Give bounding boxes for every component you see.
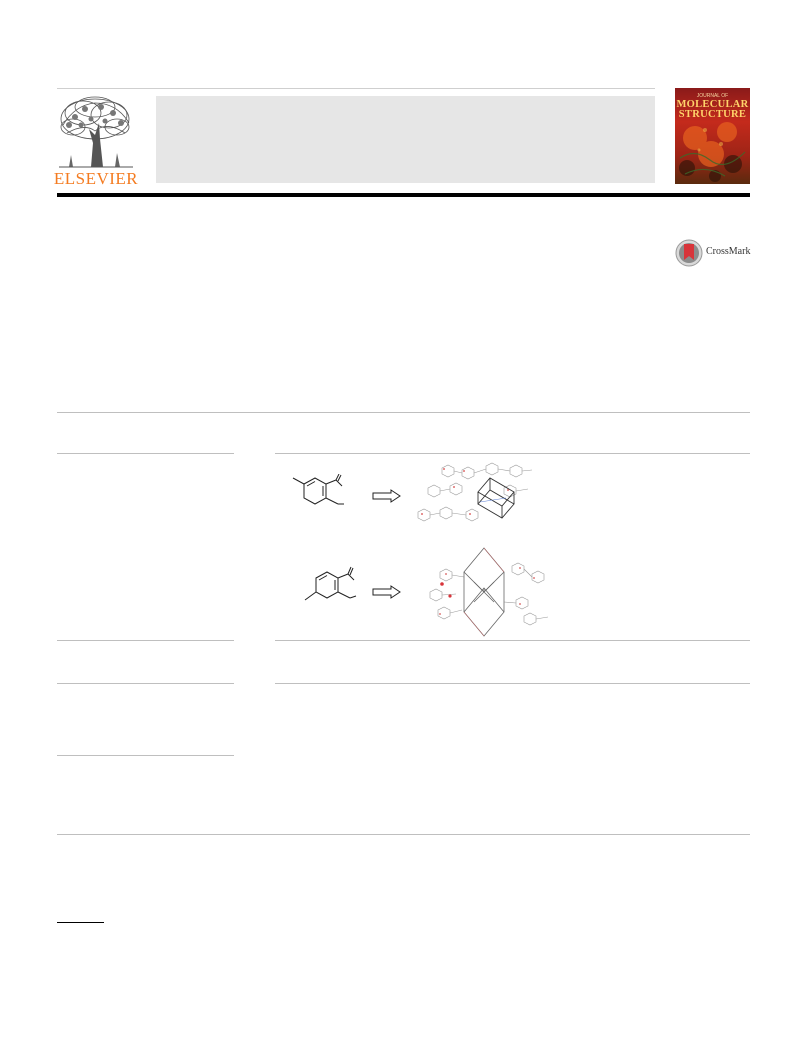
left-column-rule-1: [57, 453, 234, 454]
crossmark-label: CrossMark: [706, 246, 751, 257]
right-arrow-icon: [372, 489, 401, 503]
footnote-rule: [57, 922, 104, 923]
cover-title-line2: STRUCTURE: [678, 109, 747, 120]
molecule-structure-1: [292, 474, 344, 505]
right-arrow-icon: [372, 585, 401, 599]
right-column-rule-3: [275, 683, 750, 684]
left-column-rule-4: [57, 755, 234, 756]
header-top-rule: [57, 88, 655, 89]
elsevier-tree-logo: [55, 95, 137, 185]
right-column-rule-1: [275, 453, 750, 454]
cover-title-line1: MOLECULAR: [676, 99, 749, 110]
elsevier-wordmark: ELSEVIER: [53, 169, 139, 188]
crystal-packing-2: [429, 547, 549, 637]
journal-info-box: [156, 96, 655, 183]
left-column-rule-3: [57, 683, 234, 684]
article-info-top-rule: [57, 412, 750, 413]
journal-cover: JOURNAL OF MOLECULAR STRUCTURE: [675, 88, 750, 184]
crossmark-badge[interactable]: [675, 238, 755, 268]
right-column-rule-2: [275, 640, 750, 641]
cover-title: MOLECULAR STRUCTURE: [675, 99, 750, 120]
header-thick-rule: [57, 193, 750, 197]
molecule-structure-2: [304, 566, 357, 601]
cover-small-text: JOURNAL OF: [696, 93, 729, 99]
crossmark-icon: [675, 239, 703, 267]
left-column-rule-2: [57, 640, 234, 641]
abstract-bottom-rule: [57, 834, 750, 835]
crystal-packing-1: [417, 462, 533, 522]
